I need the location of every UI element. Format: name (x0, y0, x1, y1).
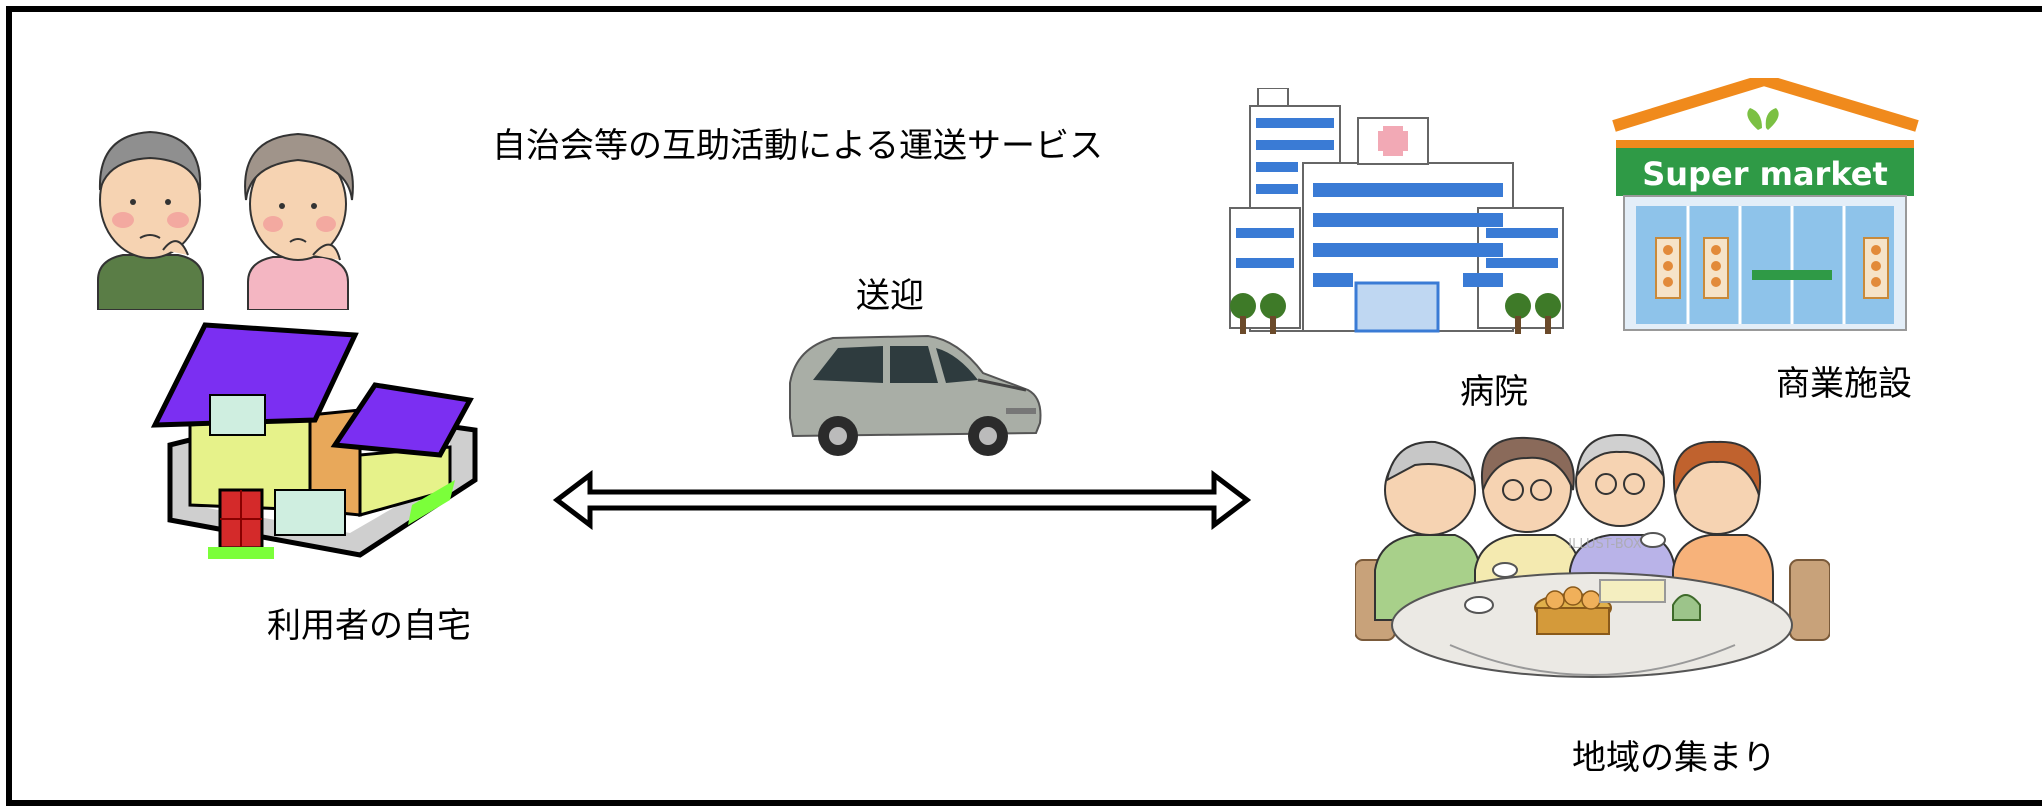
community-gathering-label: 地域の集まり (1572, 738, 1776, 778)
hospital-illustration (1229, 88, 1564, 334)
elderly-man-icon (97, 130, 204, 310)
two-way-arrow (552, 470, 1252, 530)
elderly-couple-illustration (97, 130, 354, 310)
hospital-label: 病院 (1460, 372, 1528, 412)
origin-label: 利用者の自宅 (267, 606, 471, 646)
store-sign (1616, 148, 1914, 196)
van-icon (789, 334, 1042, 456)
commercial-facility-label: 商業施設 (1776, 364, 1912, 404)
diagram-title: 自治会等の互助活動による運送サービス (492, 126, 1103, 166)
supermarket-illustration: Super market (1612, 78, 1919, 331)
teapot-icon (1672, 594, 1701, 621)
community-gathering-illustration: ILLUST-BOX (1355, 433, 1830, 678)
house-illustration (150, 322, 478, 559)
transfer-label: 送迎 (856, 276, 924, 316)
store-sign-text: Super market (1642, 155, 1888, 193)
elderly-woman-icon (244, 132, 354, 310)
watermark-text: ILLUST-BOX (1568, 537, 1642, 552)
